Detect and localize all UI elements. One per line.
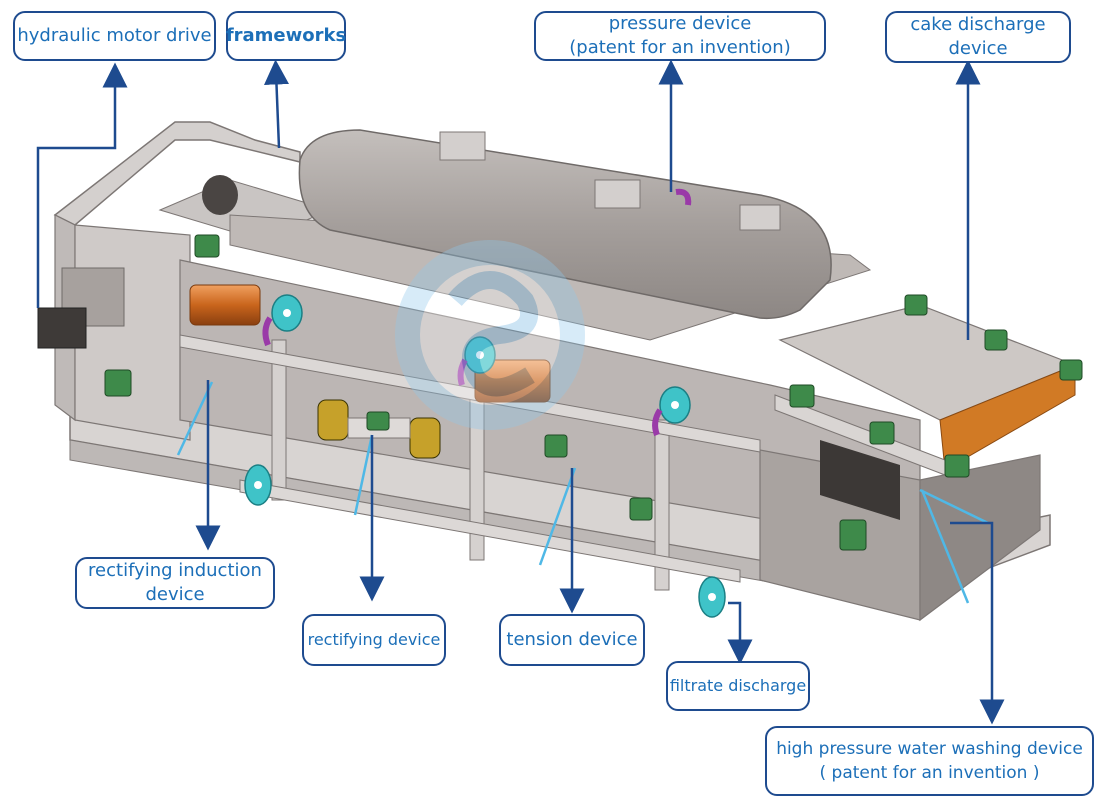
label-cake-discharge-line2: device: [948, 38, 1008, 59]
label-rectifying-induction-device: rectifying induction device: [75, 557, 275, 609]
label-rectifying-induction-line2: device: [145, 584, 205, 605]
pressure-tank: [229, 129, 872, 341]
label-hp-washing-line2: ( patent for an invention ): [819, 763, 1040, 783]
cake-discharge-conveyor: [774, 304, 1077, 520]
label-rectifying-induction-line1: rectifying induction: [88, 560, 262, 581]
purple-pipes: [262, 188, 692, 437]
green-bearings: [104, 234, 1083, 551]
flange-holes: [254, 309, 716, 601]
label-tension-device: tension device: [499, 614, 645, 666]
label-filtrate-discharge: filtrate discharge: [666, 661, 810, 711]
label-rectifying-device: rectifying device: [302, 614, 446, 666]
hydraulic-motor-box: [37, 267, 125, 349]
orange-rollers: [189, 284, 551, 403]
label-hydraulic-motor-drive: hydraulic motor drive: [13, 11, 216, 61]
leader-arrows: [36, 59, 1005, 725]
label-high-pressure-water-washing-device: high pressure water washing device ( pat…: [765, 726, 1094, 796]
label-hp-washing-line1: high pressure water washing device: [776, 739, 1083, 759]
label-pressure-device-line1: pressure device: [608, 13, 752, 34]
label-cake-discharge-device: cake discharge device: [885, 11, 1071, 63]
watermark-logo: [395, 240, 585, 430]
label-pressure-device: pressure device (patent for an invention…: [534, 11, 826, 61]
label-cake-discharge-line1: cake discharge: [910, 14, 1046, 35]
label-pressure-device-line2: (patent for an invention): [569, 37, 791, 58]
pointer-lines: [176, 381, 989, 604]
label-frameworks: frameworks: [226, 11, 346, 61]
